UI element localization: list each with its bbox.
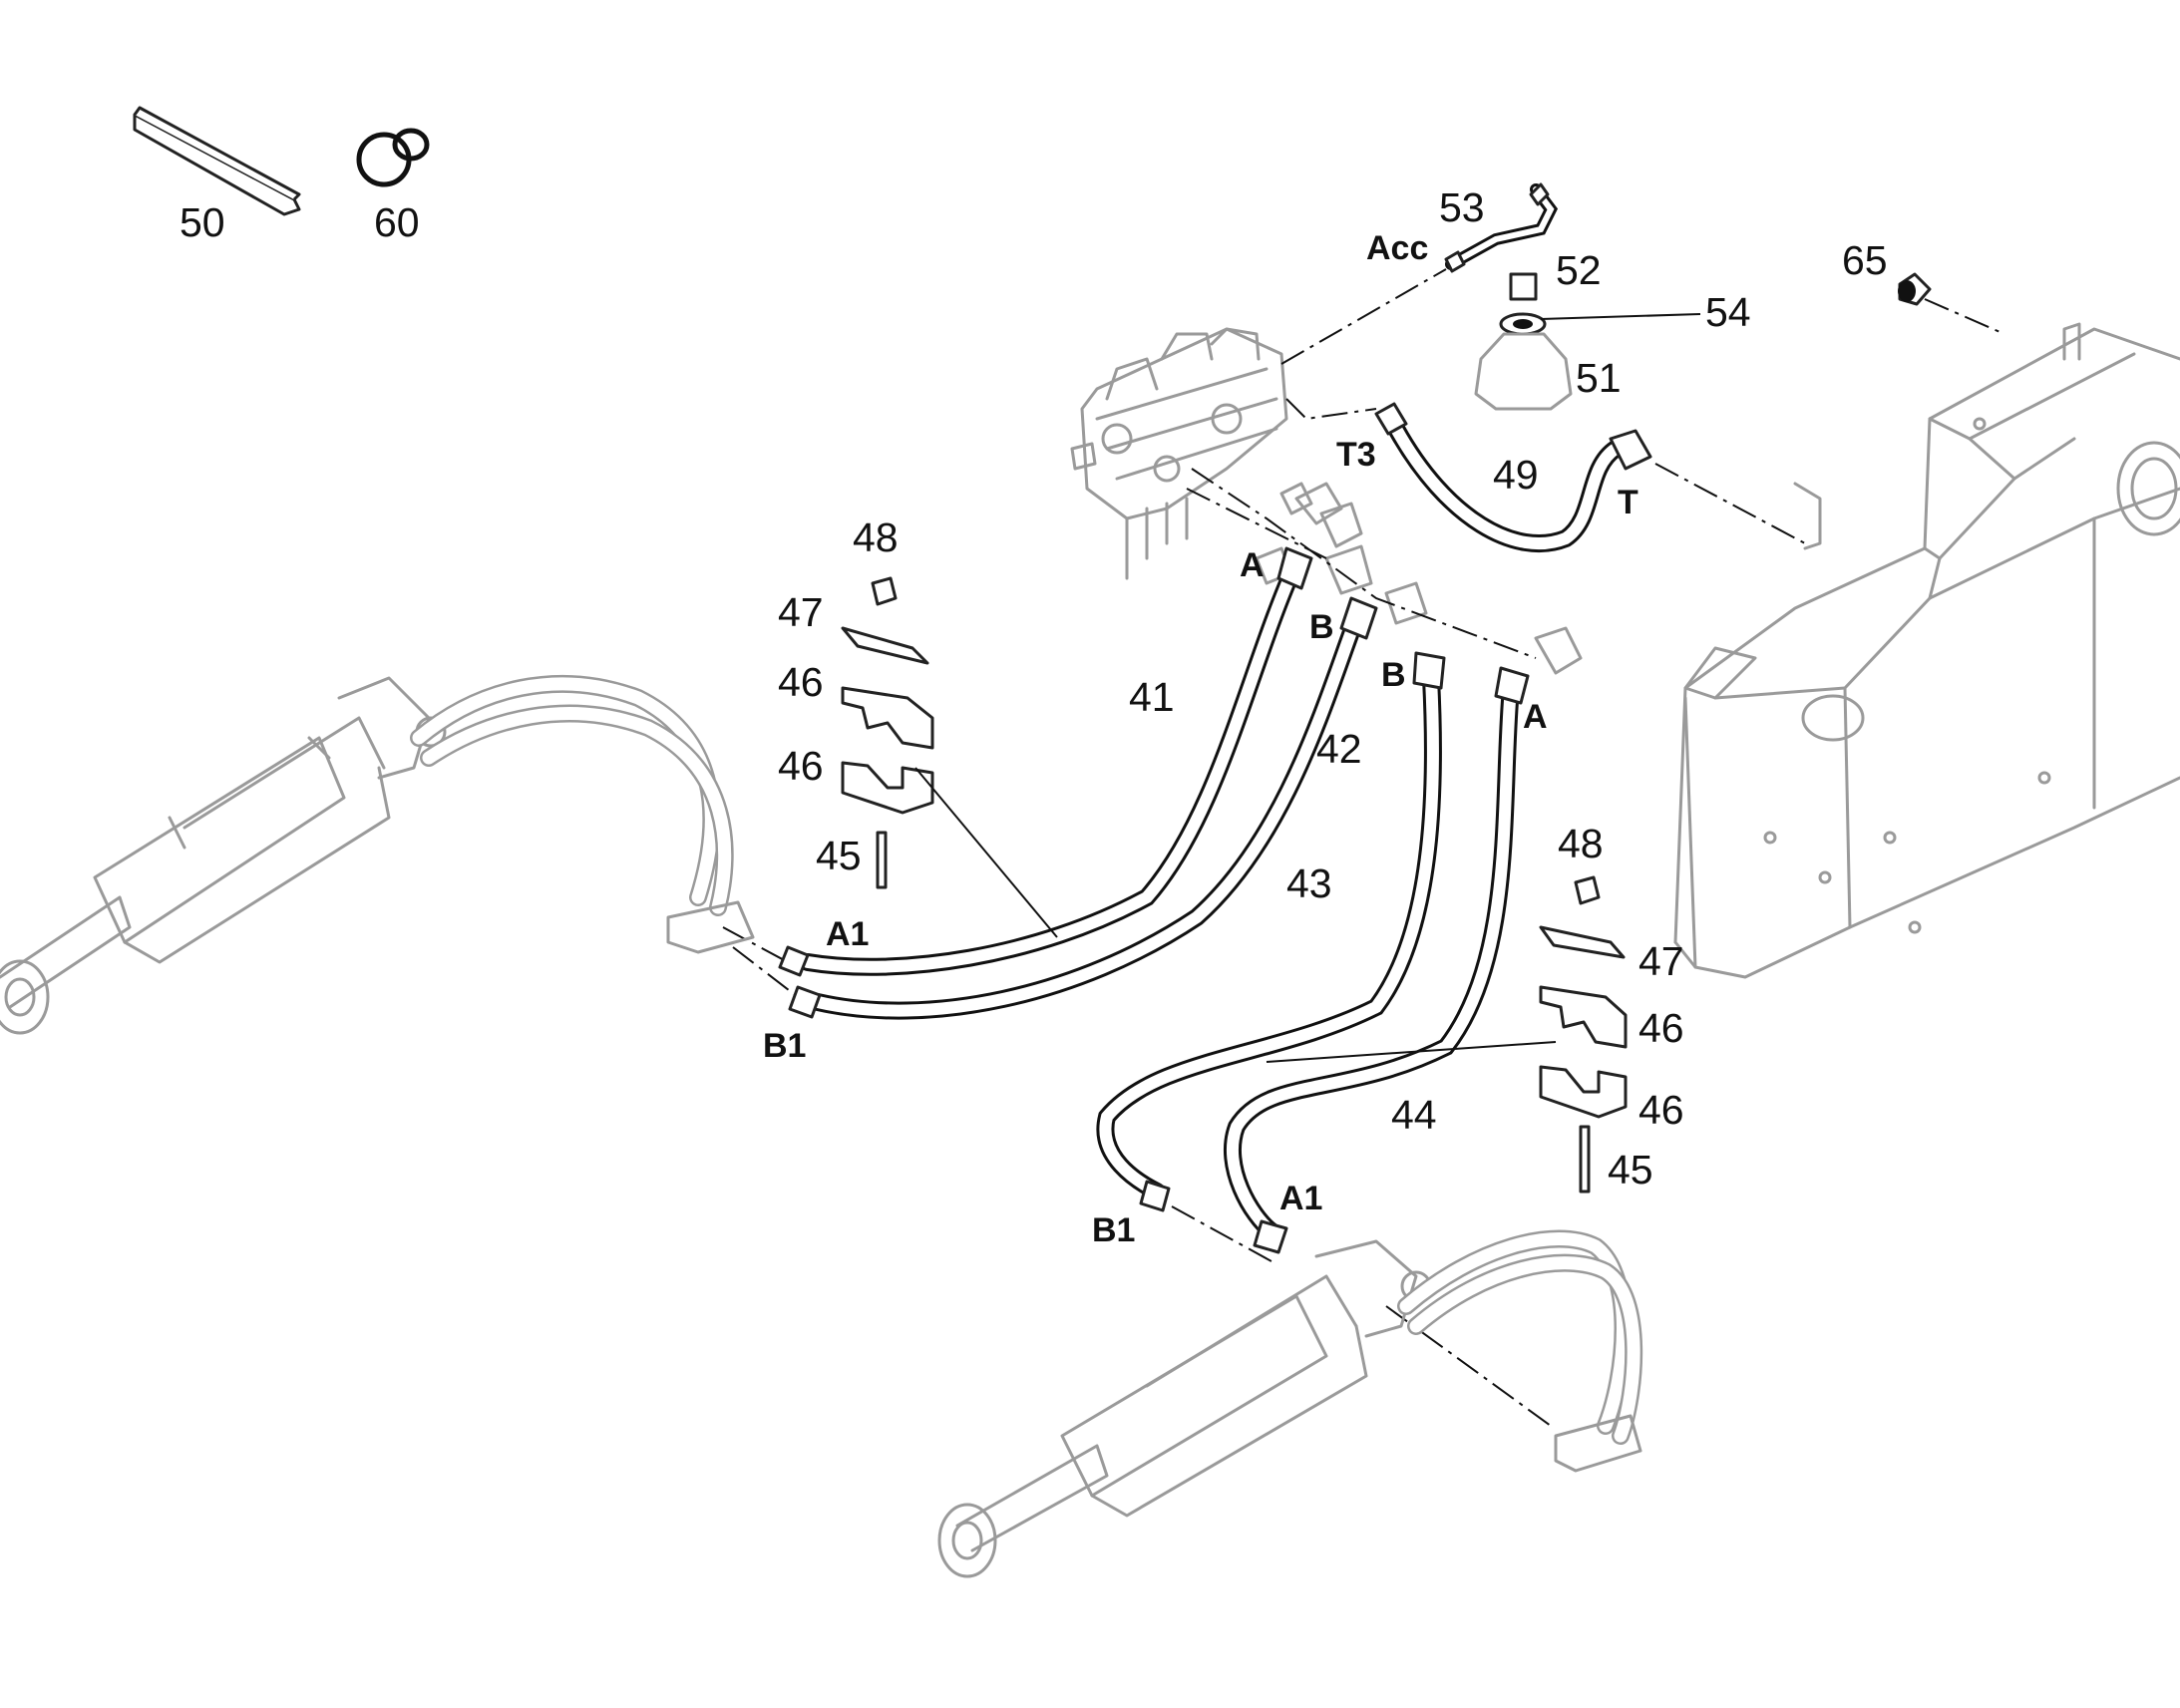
port-t3: T3 [1336, 436, 1376, 474]
port-b1-left: B1 [763, 1027, 806, 1065]
control-valve-block [1070, 327, 1288, 580]
port-acc: Acc [1366, 229, 1428, 267]
label-52: 52 [1556, 247, 1602, 293]
port-a-right: A [1523, 698, 1548, 736]
label-47-right: 47 [1638, 938, 1684, 984]
hose-43 [1096, 651, 1446, 1212]
port-b1-bottom: B1 [1092, 1211, 1135, 1249]
label-49: 49 [1493, 452, 1539, 498]
label-41: 41 [1129, 674, 1175, 720]
hydraulic-tank [1673, 322, 2180, 979]
label-48-right: 48 [1558, 821, 1604, 866]
port-a1-left: A1 [826, 915, 869, 953]
port-labels: Acc T3 T A B B A A1 B1 B1 A1 [763, 229, 1638, 1249]
label-60: 60 [374, 199, 420, 245]
clamp-stack-right [1266, 875, 1628, 1194]
hose-44 [1223, 666, 1530, 1254]
port-a-left: A [1240, 546, 1265, 584]
port-b-mid: B [1309, 608, 1334, 646]
return-hose-49 [1374, 402, 1652, 552]
port-b-right: B [1381, 656, 1406, 694]
plug [1898, 272, 1932, 306]
label-46-right-upper: 46 [1638, 1005, 1684, 1051]
label-45-left: 45 [816, 833, 862, 878]
valve-fittings [1255, 482, 1583, 675]
port-t: T [1618, 484, 1638, 521]
accumulator-group [1444, 182, 1573, 411]
bottom-cylinder [937, 1229, 1643, 1578]
o-ring-set [356, 128, 430, 187]
label-47-left: 47 [778, 589, 824, 635]
label-46-left-lower: 46 [778, 743, 824, 789]
label-42: 42 [1316, 726, 1362, 772]
clamp-stack-left [841, 576, 1058, 938]
hose-41 [778, 546, 1313, 977]
label-65: 65 [1842, 237, 1888, 283]
label-46-left-upper: 46 [778, 659, 824, 705]
label-48-left: 48 [853, 514, 899, 560]
leader-54 [1540, 313, 1701, 320]
label-50: 50 [180, 199, 225, 245]
label-53: 53 [1439, 184, 1485, 230]
left-cylinder [0, 674, 755, 1035]
seal-strip [133, 106, 301, 216]
port-a1-bottom: A1 [1279, 1180, 1322, 1217]
hose-42 [788, 596, 1378, 1020]
label-43: 43 [1286, 860, 1332, 906]
label-54: 54 [1705, 289, 1751, 335]
label-51: 51 [1576, 355, 1622, 401]
label-44: 44 [1391, 1092, 1437, 1138]
part-number-labels: 50 60 53 52 54 51 65 49 48 47 46 46 45 4… [180, 184, 1888, 1193]
label-45-right: 45 [1608, 1147, 1653, 1193]
label-46-right-lower: 46 [1638, 1087, 1684, 1133]
